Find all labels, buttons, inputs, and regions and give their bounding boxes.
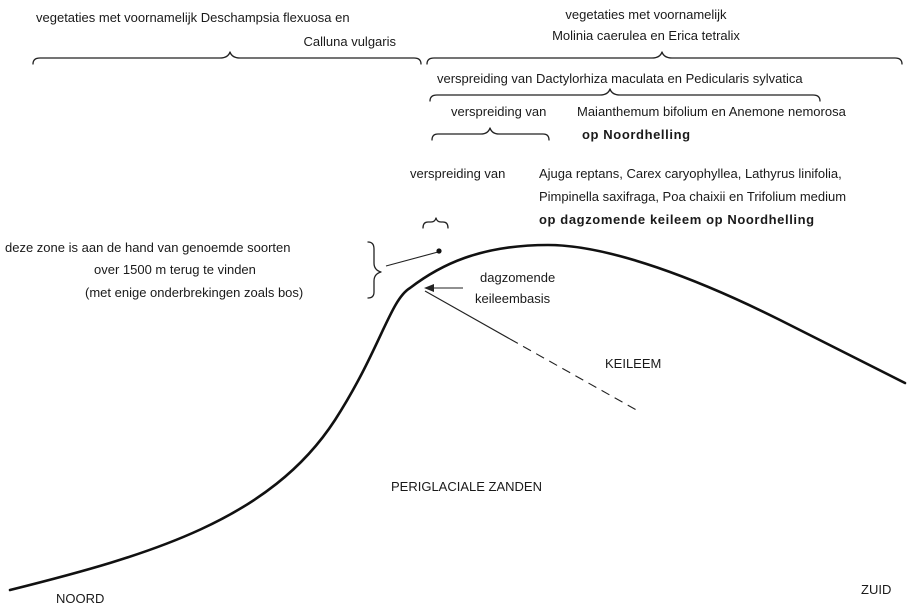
label-deschampsia-line1: vegetaties met voornamelijk Deschampsia … [36,10,350,25]
label-molinia-line1: vegetaties met voornamelijk [565,7,727,22]
label-ajuga-prefix: verspreiding van [410,166,505,181]
label-maianthemum-location: op Noordhelling [582,127,691,142]
label-maianthemum-species: Maianthemum bifolium en Anemone nemorosa [577,104,847,119]
terrain-profile-curve [8,243,907,592]
label-maianthemum-prefix: verspreiding van [451,104,546,119]
brace-maianthemum [431,127,550,141]
label-ajuga-location: op dagzomende keileem op Noordhelling [539,212,815,227]
label-zone-line1: deze zone is aan de hand van genoemde so… [5,240,291,255]
label-dactylorhiza: verspreiding van Dactylorhiza maculata e… [437,71,803,86]
brace-zone [367,241,382,299]
label-basis-line1: dagzomende [480,270,555,285]
zone-pointer-line [385,251,439,267]
zone-pointer-dot [436,248,442,254]
label-zone-line2: over 1500 m terug te vinden [94,262,256,277]
label-zuid: ZUID [861,582,891,597]
label-zone-line3: (met enige onderbrekingen zoals bos) [85,285,303,300]
label-periglaciale-zanden: PERIGLACIALE ZANDEN [391,479,542,494]
label-keileem: KEILEEM [605,356,661,371]
brace-deschampsia [32,51,422,65]
label-noord: NOORD [56,591,104,606]
keileem-base-dashed-line [509,338,641,413]
keileem-base-line [424,290,511,340]
basis-arrow-head [424,284,434,292]
label-deschampsia-line2: Calluna vulgaris [304,34,397,49]
label-ajuga-line2: Pimpinella saxifraga, Poa chaixii en Tri… [539,189,846,204]
brace-dactylorhiza [429,88,821,102]
label-molinia-line2: Molinia caerulea en Erica tetralix [552,28,740,43]
brace-ajuga [422,217,449,229]
brace-molinia [426,51,903,65]
label-basis-line2: keileembasis [475,291,551,306]
label-ajuga-line1: Ajuga reptans, Carex caryophyllea, Lathy… [539,166,842,181]
